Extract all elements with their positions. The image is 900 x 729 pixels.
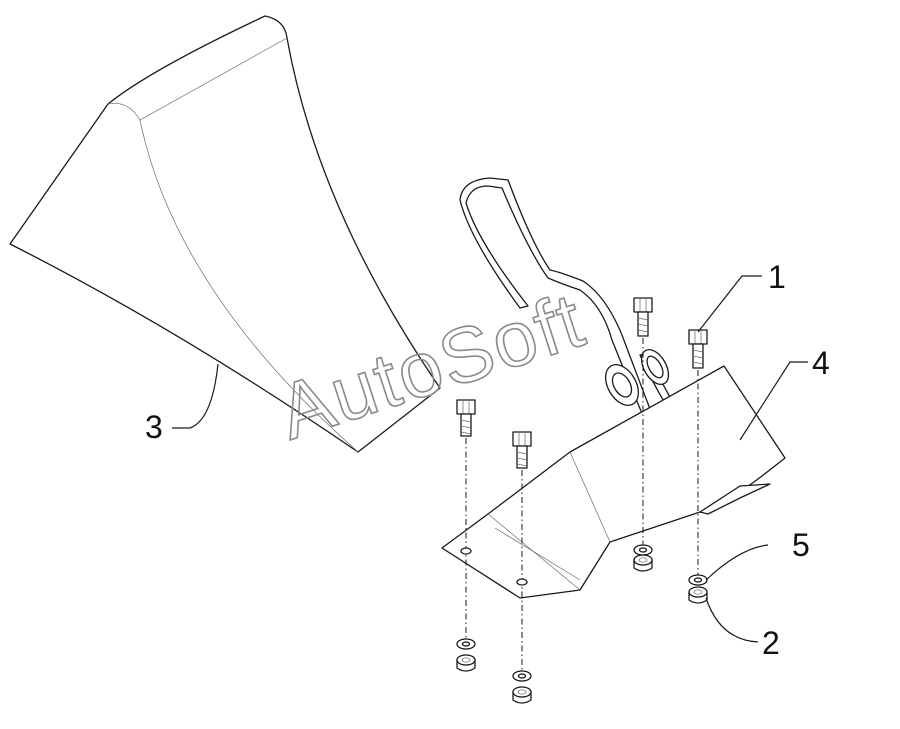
callout-4: 4 xyxy=(812,345,830,381)
bolt xyxy=(633,297,653,337)
leader-5 xyxy=(705,544,769,581)
callout-3: 3 xyxy=(145,409,163,445)
bolt xyxy=(512,431,532,469)
assembly-axes xyxy=(465,338,699,672)
callout-2: 2 xyxy=(762,625,780,661)
bolt xyxy=(456,399,476,437)
leader-lines xyxy=(172,275,808,643)
part-3-wheel-chock xyxy=(9,15,441,453)
bolt xyxy=(688,329,708,369)
washer xyxy=(456,638,476,650)
nut xyxy=(688,586,708,604)
part-1-bolts xyxy=(456,297,708,469)
part-4-bracket xyxy=(441,365,786,599)
washer xyxy=(633,544,653,556)
washer xyxy=(688,574,708,586)
handle-rings xyxy=(604,349,670,406)
leader-4 xyxy=(739,361,808,441)
callout-1: 1 xyxy=(768,259,786,295)
leader-2 xyxy=(705,597,759,643)
part-5-washers xyxy=(456,544,708,682)
nut xyxy=(456,654,476,672)
bracket-holes xyxy=(460,547,528,586)
nut xyxy=(633,554,653,572)
washer xyxy=(512,670,532,682)
leader-1 xyxy=(697,275,762,333)
leader-3 xyxy=(172,363,219,429)
callout-5: 5 xyxy=(792,527,810,563)
part-2-nuts xyxy=(456,554,708,704)
nut xyxy=(512,686,532,704)
